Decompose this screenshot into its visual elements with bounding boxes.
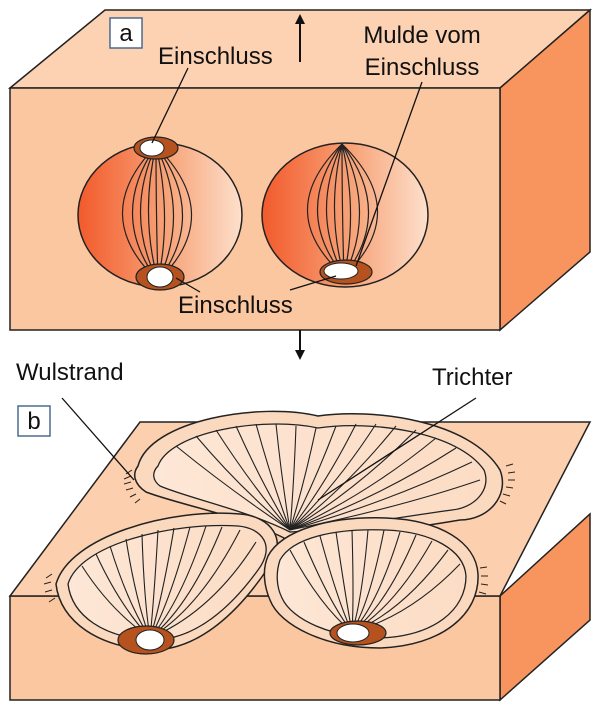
label-einschluss-bottom: Einschluss	[178, 292, 293, 319]
leader-einschluss-bottom-right	[289, 275, 337, 291]
leader-mulde	[355, 81, 423, 267]
arrow-up	[295, 14, 305, 62]
label-einschluss-top: Einschluss	[158, 43, 273, 70]
sphere-left	[77, 136, 243, 291]
panel-a: a Einschluss Mulde vom Einschluss Einsch…	[7, 8, 593, 360]
label-mulde-line2: Einschluss	[365, 54, 480, 81]
funnel-right	[263, 517, 489, 649]
sphere-right	[261, 142, 429, 288]
label-trichter: Trichter	[432, 364, 512, 391]
leader-einschluss-top	[151, 67, 189, 144]
leader-trichter	[317, 397, 477, 501]
panel-a-label: a	[119, 20, 133, 47]
panel-b-box	[17, 405, 51, 437]
panel-a-box	[109, 17, 143, 49]
funnel-left	[43, 512, 279, 655]
panel-b: b Wulstrand Trichter	[8, 359, 592, 702]
leader-einschluss-bottom-left	[175, 277, 201, 293]
label-mulde-line1: Mulde vom	[363, 22, 480, 49]
panel-b-label: b	[27, 408, 40, 435]
funnel-back	[123, 410, 516, 541]
leader-wulstrand	[61, 397, 135, 481]
arrow-down	[295, 330, 305, 360]
label-wulstrand: Wulstrand	[16, 359, 124, 386]
